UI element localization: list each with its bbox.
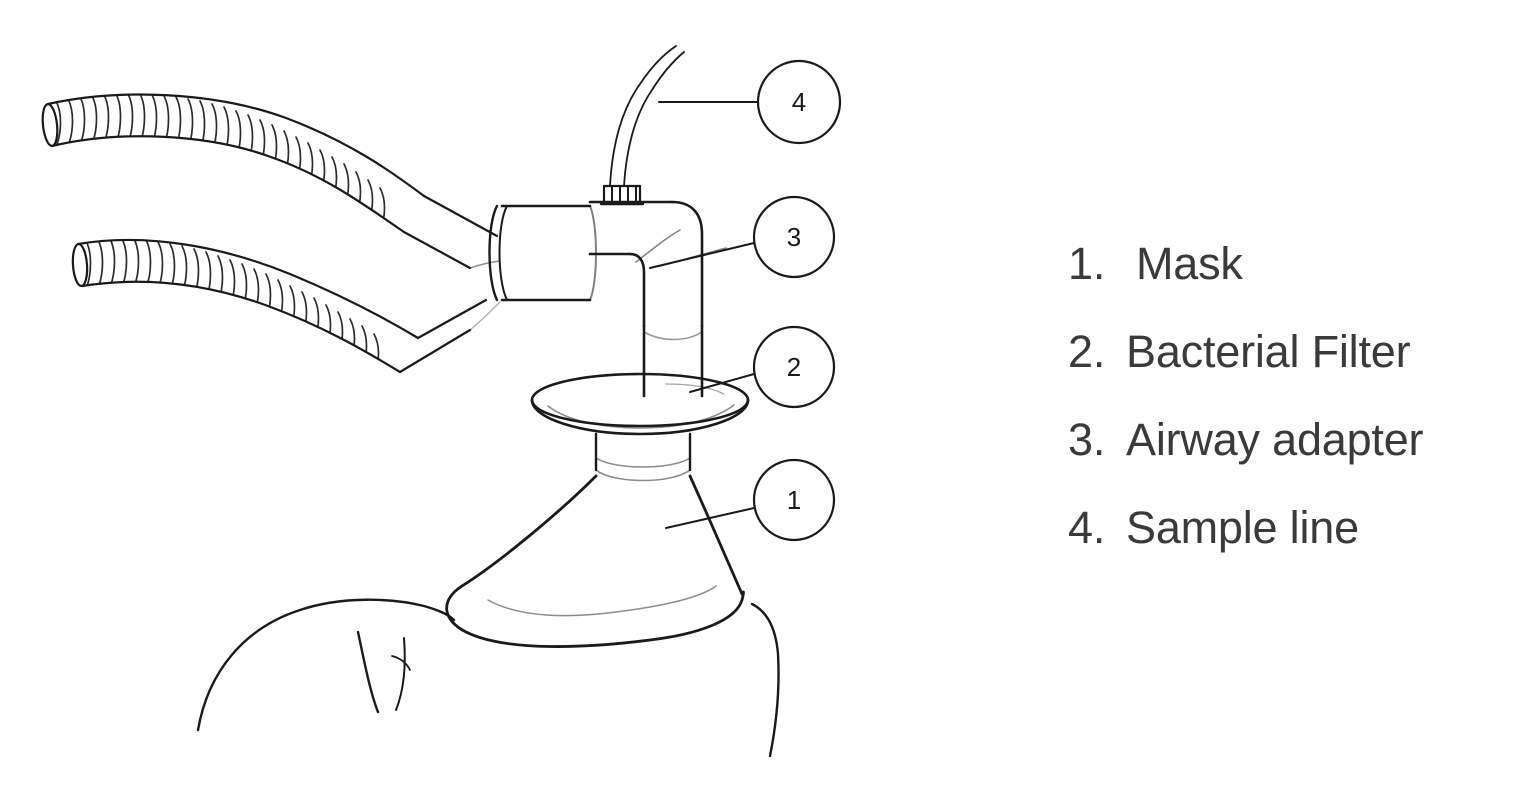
legend-number-2: 2. — [1068, 326, 1106, 377]
illustration-canvas: 4 3 2 1 — [41, 45, 842, 758]
legend-number-3: 3. — [1068, 414, 1106, 465]
airway-adapter-elbow — [588, 200, 727, 328]
callout-marker-4: 4 — [756, 59, 842, 145]
callout-marker-3: 3 — [752, 195, 836, 279]
bacterial-filter-disc — [530, 372, 750, 436]
callout-number-2: 2 — [787, 352, 801, 382]
adapter-stem — [642, 324, 704, 398]
legend-label-4: Sample line — [1126, 502, 1359, 553]
callout-marker-2: 2 — [752, 325, 836, 409]
legend-item-2: 2. Bacterial Filter — [1068, 326, 1508, 414]
callout-number-3: 3 — [787, 222, 801, 252]
callout-leaders — [649, 101, 759, 529]
corrugated-tube-lower — [71, 238, 488, 374]
corrugated-tube-upper — [41, 93, 499, 270]
callout-number-4: 4 — [792, 87, 806, 117]
legend-number-4: 4. — [1068, 502, 1106, 553]
mask-body — [445, 474, 745, 648]
callout-leader-1 — [665, 507, 755, 529]
legend-label-2: Bacterial Filter — [1126, 326, 1411, 377]
callout-marker-1: 1 — [752, 458, 836, 542]
legend-number-1: 1. — [1068, 238, 1106, 289]
callout-markers: 4 3 2 1 — [752, 59, 842, 542]
legend-label-1: Mask — [1136, 238, 1243, 289]
legend-item-1: 1. Mask — [1068, 238, 1508, 326]
callout-leader-2 — [689, 373, 755, 393]
mask-circuit-illustration: 4 3 2 1 — [41, 45, 842, 758]
sample-line-port — [599, 184, 645, 206]
patient-face — [196, 598, 780, 758]
y-piece — [469, 204, 597, 331]
legend-label-3: Airway adapter — [1126, 414, 1424, 465]
sample-line-tube — [609, 45, 685, 187]
callout-number-1: 1 — [787, 485, 801, 515]
legend-list: 1. Mask 2. Bacterial Filter 3. Airway ad… — [1068, 238, 1508, 590]
legend-item-3: 3. Airway adapter — [1068, 414, 1508, 502]
legend-item-4: 4. Sample line — [1068, 502, 1508, 590]
callout-leader-3 — [649, 242, 755, 269]
mask-collar — [594, 432, 692, 482]
